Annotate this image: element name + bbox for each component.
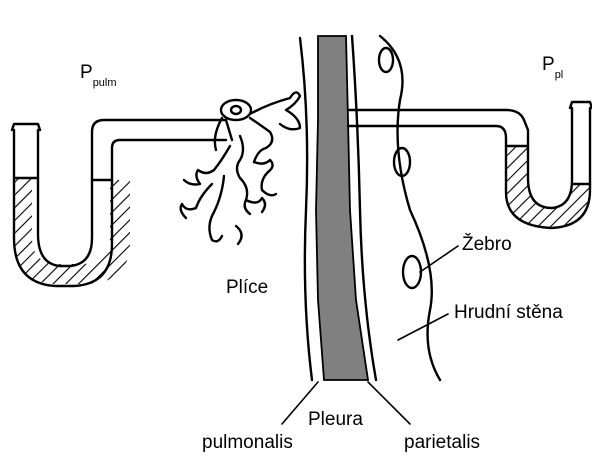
lung-bronchial-tree bbox=[181, 92, 300, 244]
right-manometer-liquid bbox=[506, 146, 590, 228]
pleura-label: Pleura bbox=[308, 409, 363, 430]
zebro-label: Žebro bbox=[462, 233, 512, 255]
right-manometer bbox=[348, 102, 592, 228]
pulmonalis-label: pulmonalis bbox=[202, 432, 293, 453]
hrudni-stena-label: Hrudní stěna bbox=[454, 302, 563, 323]
plice-label: Plíce bbox=[226, 277, 268, 298]
p-pulm-label: Ppulm bbox=[80, 62, 117, 89]
p-pl-label: Ppl bbox=[542, 54, 563, 81]
parietalis-label: parietalis bbox=[404, 432, 480, 453]
